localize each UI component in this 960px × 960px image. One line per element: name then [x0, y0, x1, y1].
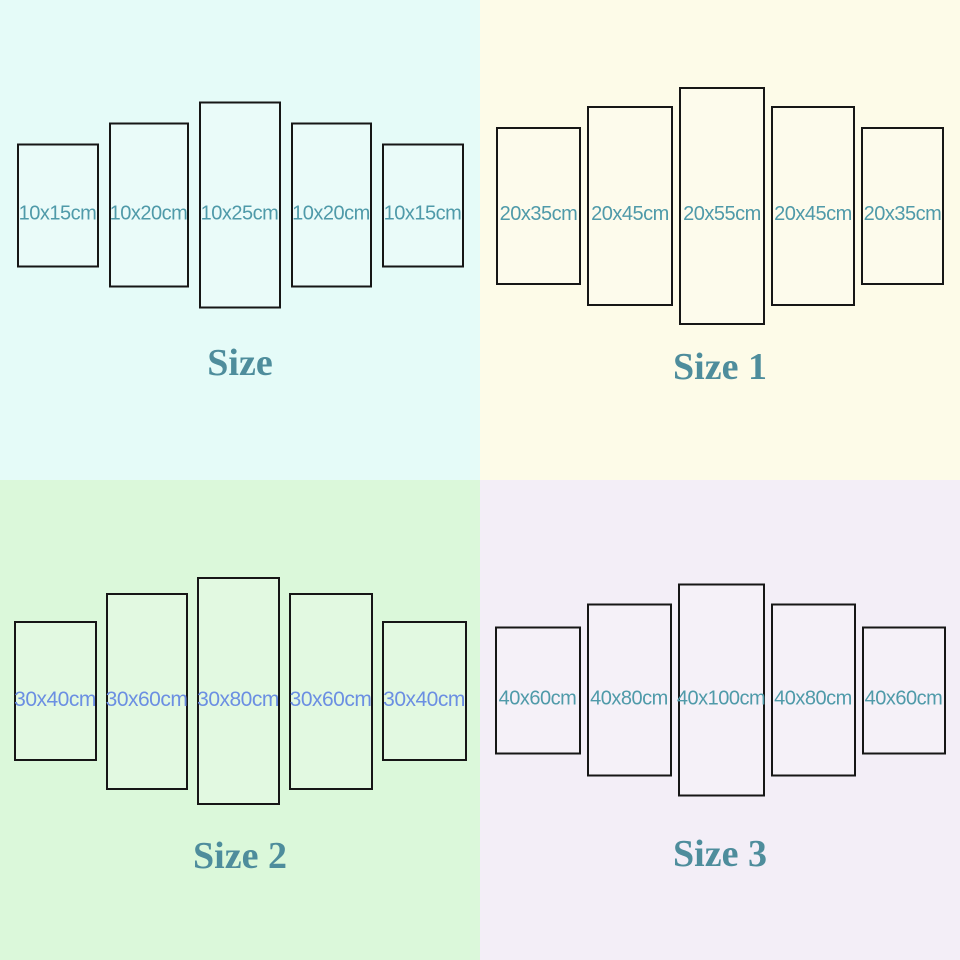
canvas-panel: 40x80cm — [586, 603, 672, 777]
chart-title: Size 1 — [673, 346, 767, 388]
panel-row: 10x15cm 10x20cm 10x25cm 10x20cm 10x15cm — [0, 101, 480, 309]
canvas-panel: 20x35cm — [496, 127, 581, 285]
canvas-panel: 10x15cm — [16, 143, 99, 267]
panel-size-label: 40x60cm — [498, 687, 577, 709]
size-chart-quadrant-default: 10x15cm 10x20cm 10x25cm 10x20cm 10x15cm … — [0, 0, 480, 480]
panel-size-label: 10x15cm — [18, 202, 97, 224]
canvas-panel: 10x20cm — [290, 122, 372, 288]
canvas-panel: 10x25cm — [198, 101, 281, 309]
canvas-panel: 30x80cm — [196, 577, 280, 805]
panel-size-label: 20x35cm — [499, 203, 578, 225]
panel-size-label: 30x40cm — [14, 687, 96, 711]
panel-size-label: 10x20cm — [292, 202, 370, 224]
canvas-panel: 40x60cm — [861, 626, 946, 754]
panel-size-label: 40x100cm — [676, 687, 766, 709]
panel-size-label: 20x35cm — [863, 203, 942, 225]
panel-size-label: 30x60cm — [289, 687, 372, 711]
canvas-panel: 30x60cm — [105, 592, 188, 790]
canvas-panel: 40x60cm — [494, 626, 581, 754]
size-chart-quadrant-2: 30x40cm 30x60cm 30x80cm 30x60cm 30x40cm … — [0, 480, 480, 960]
panel-size-label: 30x80cm — [197, 687, 279, 711]
panel-size-label: 10x25cm — [200, 202, 279, 224]
panel-size-label: 10x20cm — [109, 202, 188, 224]
panel-size-label: 20x45cm — [774, 203, 852, 225]
panel-size-label: 40x80cm — [590, 687, 668, 709]
panel-size-label: 30x60cm — [105, 687, 188, 711]
canvas-panel: 10x15cm — [381, 143, 464, 267]
canvas-panel: 30x60cm — [288, 592, 373, 790]
canvas-panel: 30x40cm — [13, 621, 97, 761]
canvas-panel: 40x100cm — [676, 583, 766, 797]
canvas-panel: 20x45cm — [587, 106, 673, 306]
chart-title: Size 3 — [673, 833, 767, 875]
panel-size-label: 30x40cm — [383, 687, 465, 711]
panel-row: 20x35cm 20x45cm 20x55cm 20x45cm 20x35cm — [480, 87, 960, 325]
canvas-panel: 10x20cm — [108, 122, 189, 288]
chart-title: Size 2 — [193, 835, 287, 877]
panel-row: 30x40cm 30x60cm 30x80cm 30x60cm 30x40cm — [0, 577, 480, 805]
panel-row: 40x60cm 40x80cm 40x100cm 40x80cm 40x60cm — [480, 583, 960, 797]
canvas-panel: 20x35cm — [861, 127, 944, 285]
chart-title: Size — [207, 342, 273, 384]
size-chart-quadrant-1: 20x35cm 20x45cm 20x55cm 20x45cm 20x35cm … — [480, 0, 960, 480]
panel-size-label: 10x15cm — [383, 202, 462, 224]
panel-size-label: 40x80cm — [774, 687, 852, 709]
size-chart-quadrant-3: 40x60cm 40x80cm 40x100cm 40x80cm 40x60cm… — [480, 480, 960, 960]
panel-size-label: 20x45cm — [591, 203, 669, 225]
panel-size-label: 20x55cm — [683, 203, 761, 225]
canvas-panel: 30x40cm — [381, 621, 467, 761]
canvas-panel: 20x45cm — [771, 106, 855, 306]
canvas-panel: 20x55cm — [679, 87, 765, 325]
canvas-panel: 40x80cm — [770, 603, 856, 777]
panel-size-label: 40x60cm — [864, 687, 943, 709]
